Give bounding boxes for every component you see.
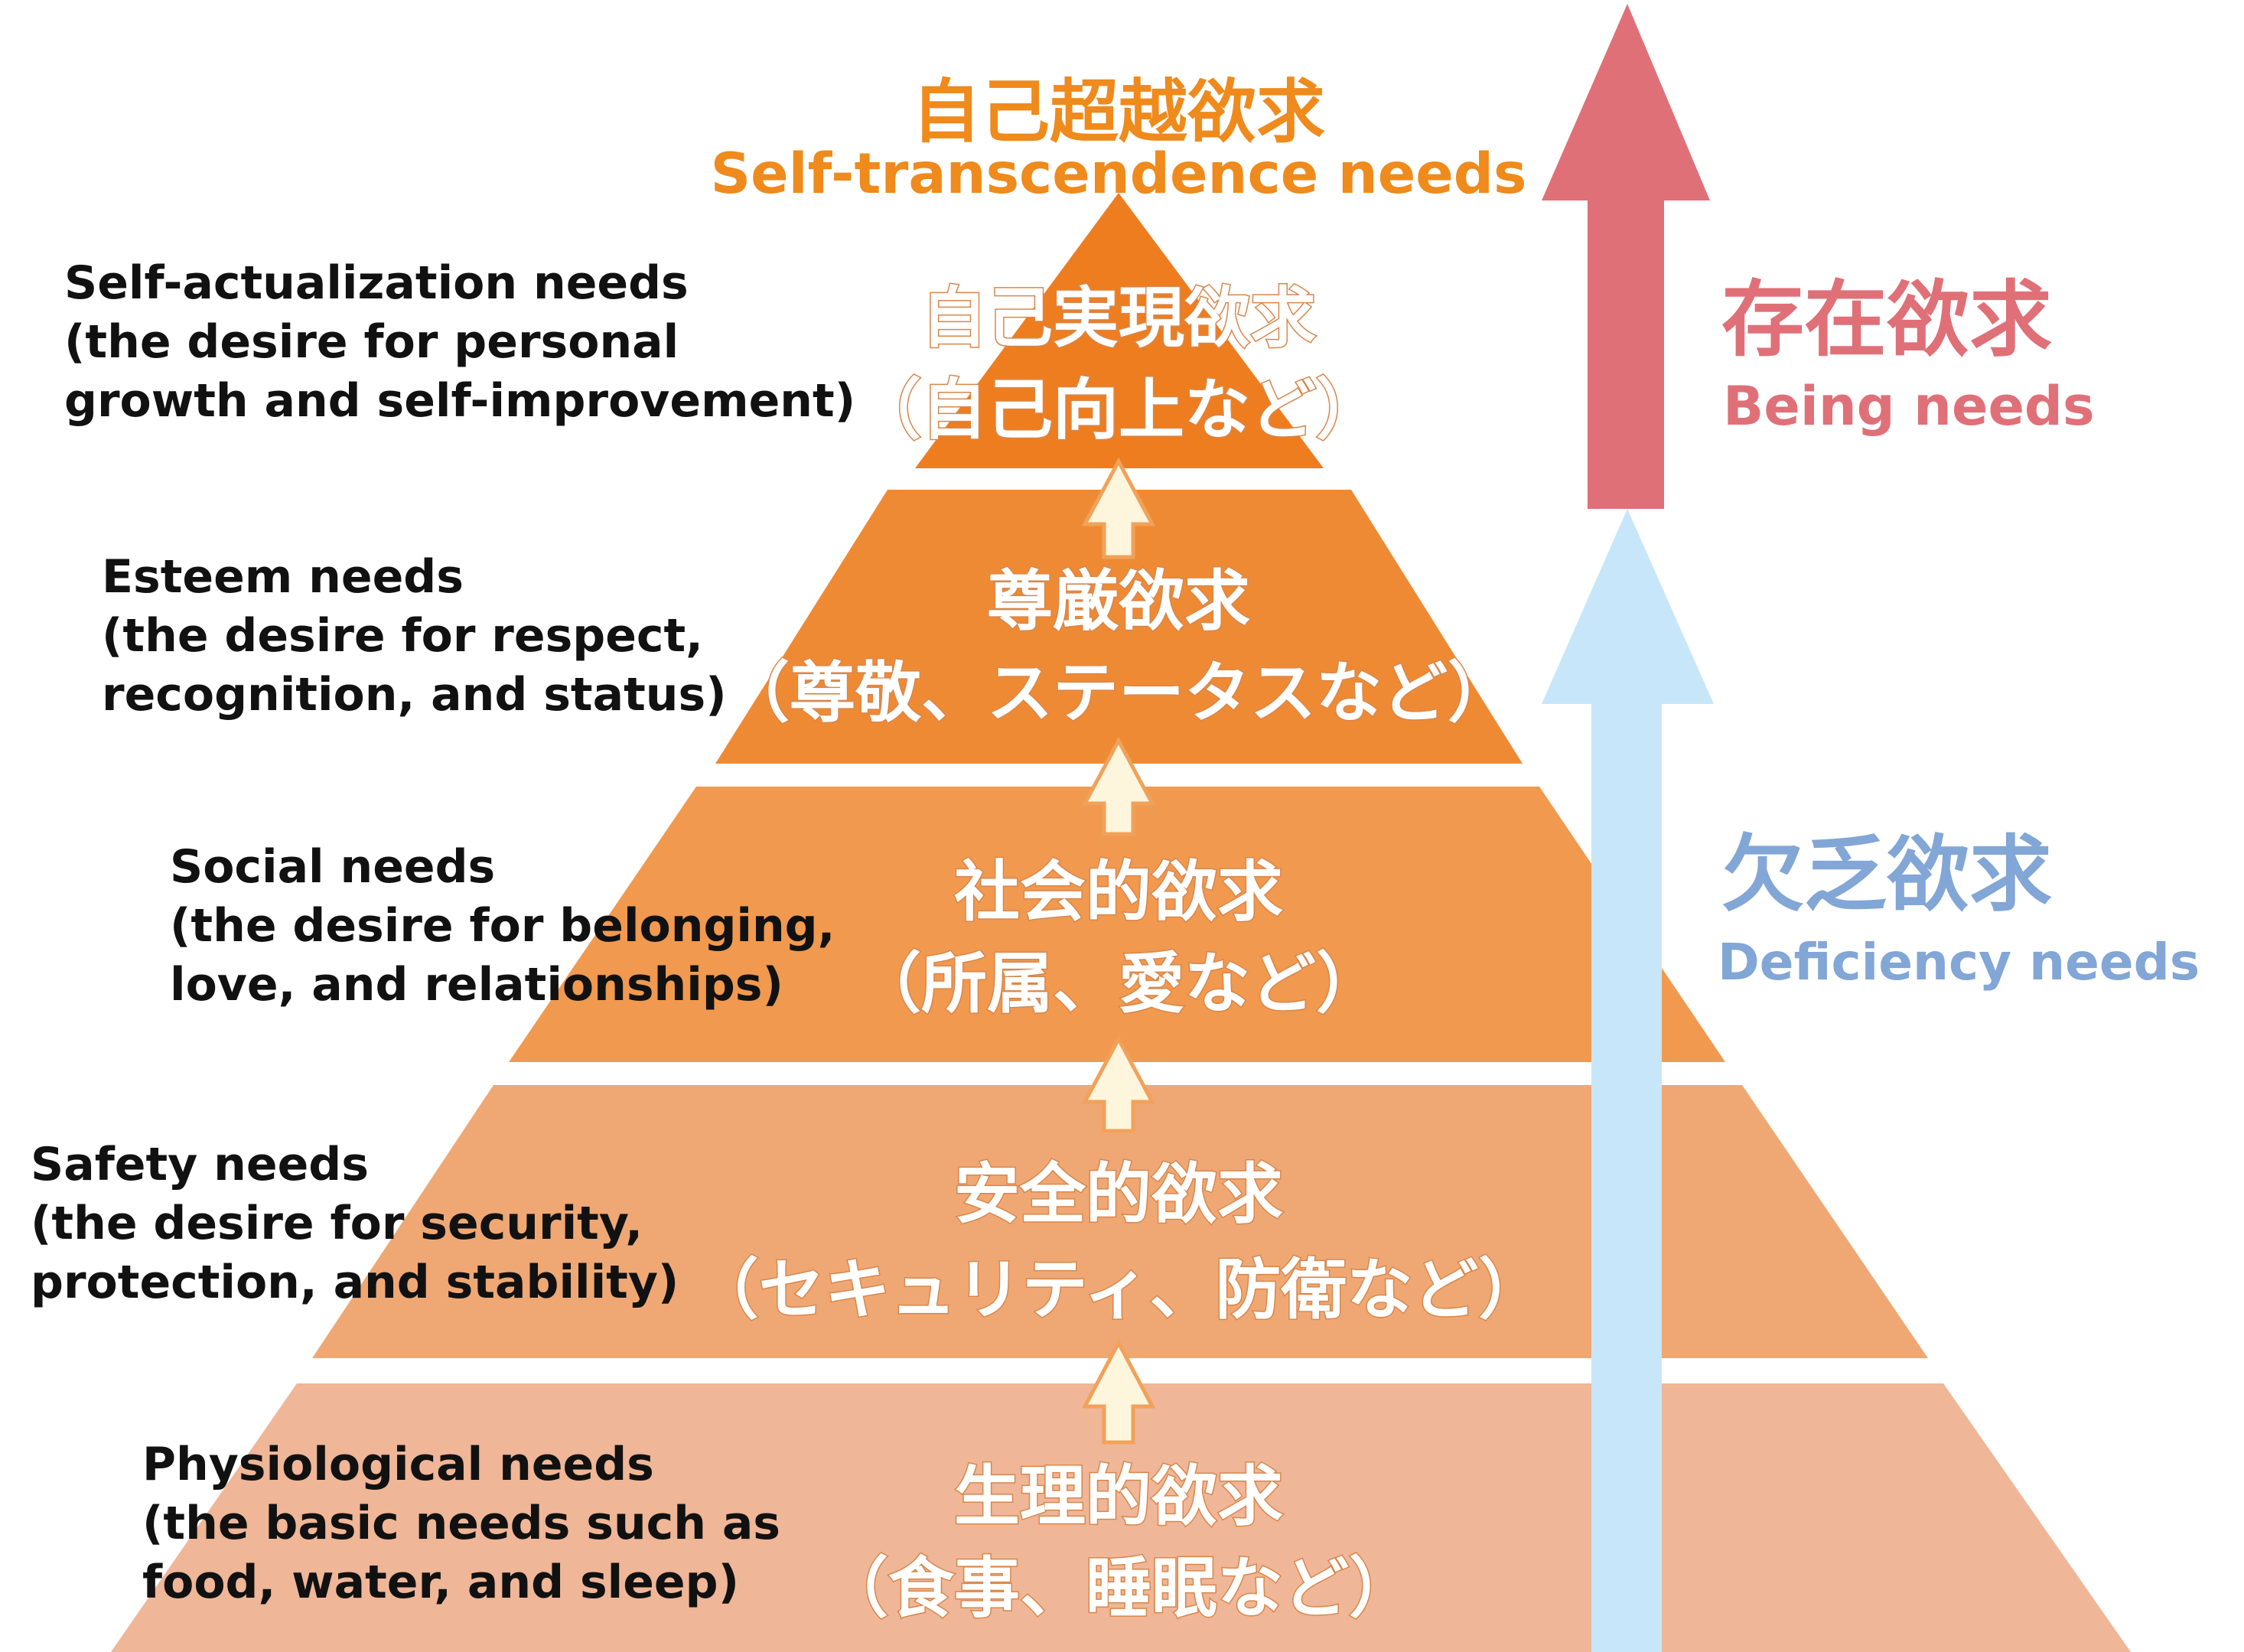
tier-4-desc-line-1: Safety needs bbox=[31, 1138, 369, 1191]
tier-4-description: Safety needs (the desire for security, p… bbox=[31, 1136, 679, 1312]
tier-1-desc-line-1: Self-actualization needs bbox=[64, 256, 689, 310]
tier-5-desc-line-2: (the basic needs such as bbox=[142, 1497, 781, 1550]
tier-2-jp-title: 尊厳欲求 bbox=[987, 563, 1250, 640]
tier-2-desc-line-3: recognition, and status) bbox=[102, 668, 727, 722]
tier-5-jp-detail: （食事、睡眠など） bbox=[822, 1550, 1415, 1627]
tier-3-desc-line-2: (the desire for belonging, bbox=[170, 899, 835, 953]
tier-4-jp-title: 安全的欲求 bbox=[954, 1156, 1283, 1233]
tier-2-description: Esteem needs (the desire for respect, re… bbox=[102, 548, 727, 725]
tier-3-jp-title: 社会的欲求 bbox=[954, 854, 1283, 930]
deficiency-needs-jp: 欠乏欲求 bbox=[1721, 827, 2052, 923]
tier-esteem bbox=[715, 490, 1523, 764]
deficiency-needs-en: Deficiency needs bbox=[1718, 933, 2200, 992]
tier-4-jp-detail: （セキュリティ、防衛など） bbox=[693, 1252, 1545, 1328]
being-needs-jp: 存在欲求 bbox=[1721, 272, 2052, 368]
step-arrow-icon bbox=[1081, 736, 1156, 836]
tier-3-desc-line-3: love, and relationships) bbox=[170, 958, 783, 1012]
tier-2-jp-detail: （尊敬、ステータスなど） bbox=[724, 655, 1513, 732]
top-label-jp: 自己超越欲求 bbox=[912, 72, 1325, 152]
step-arrow-icon bbox=[1081, 1035, 1156, 1133]
step-arrow-icon bbox=[1081, 457, 1156, 559]
tier-social bbox=[509, 787, 1725, 1062]
tier-self-actualization bbox=[915, 193, 1324, 468]
tier-3-jp-detail: （所属、愛など） bbox=[855, 946, 1382, 1022]
tier-4-desc-line-3: protection, and stability) bbox=[31, 1256, 679, 1309]
tier-1-desc-line-2: (the desire for personal bbox=[64, 315, 679, 369]
deficiency-needs-arrow bbox=[1542, 509, 1714, 1652]
tier-5-description: Physiological needs (the basic needs suc… bbox=[142, 1435, 780, 1612]
tier-1-jp-detail: （自己向上など） bbox=[855, 372, 1382, 448]
tier-5-jp-title: 生理的欲求 bbox=[954, 1458, 1283, 1535]
being-needs-en: Being needs bbox=[1723, 375, 2095, 438]
tier-1-desc-line-3: growth and self-improvement) bbox=[64, 374, 856, 428]
tier-safety bbox=[312, 1085, 1928, 1358]
being-needs-arrow bbox=[1542, 4, 1710, 509]
tier-3-desc-line-1: Social needs bbox=[170, 840, 496, 894]
tier-5-desc-line-1: Physiological needs bbox=[142, 1438, 654, 1491]
tier-4-desc-line-2: (the desire for security, bbox=[31, 1197, 643, 1250]
tier-5-desc-line-3: food, water, and sleep) bbox=[142, 1556, 739, 1609]
tier-1-jp-title: 自己実現欲求 bbox=[921, 280, 1316, 357]
step-arrow-icon bbox=[1081, 1338, 1156, 1445]
tier-2-desc-line-1: Esteem needs bbox=[102, 550, 464, 604]
tier-2-desc-line-2: (the desire for respect, bbox=[102, 609, 703, 663]
tier-3-description: Social needs (the desire for belonging, … bbox=[170, 838, 835, 1015]
tier-1-description: Self-actualization needs (the desire for… bbox=[64, 254, 855, 431]
